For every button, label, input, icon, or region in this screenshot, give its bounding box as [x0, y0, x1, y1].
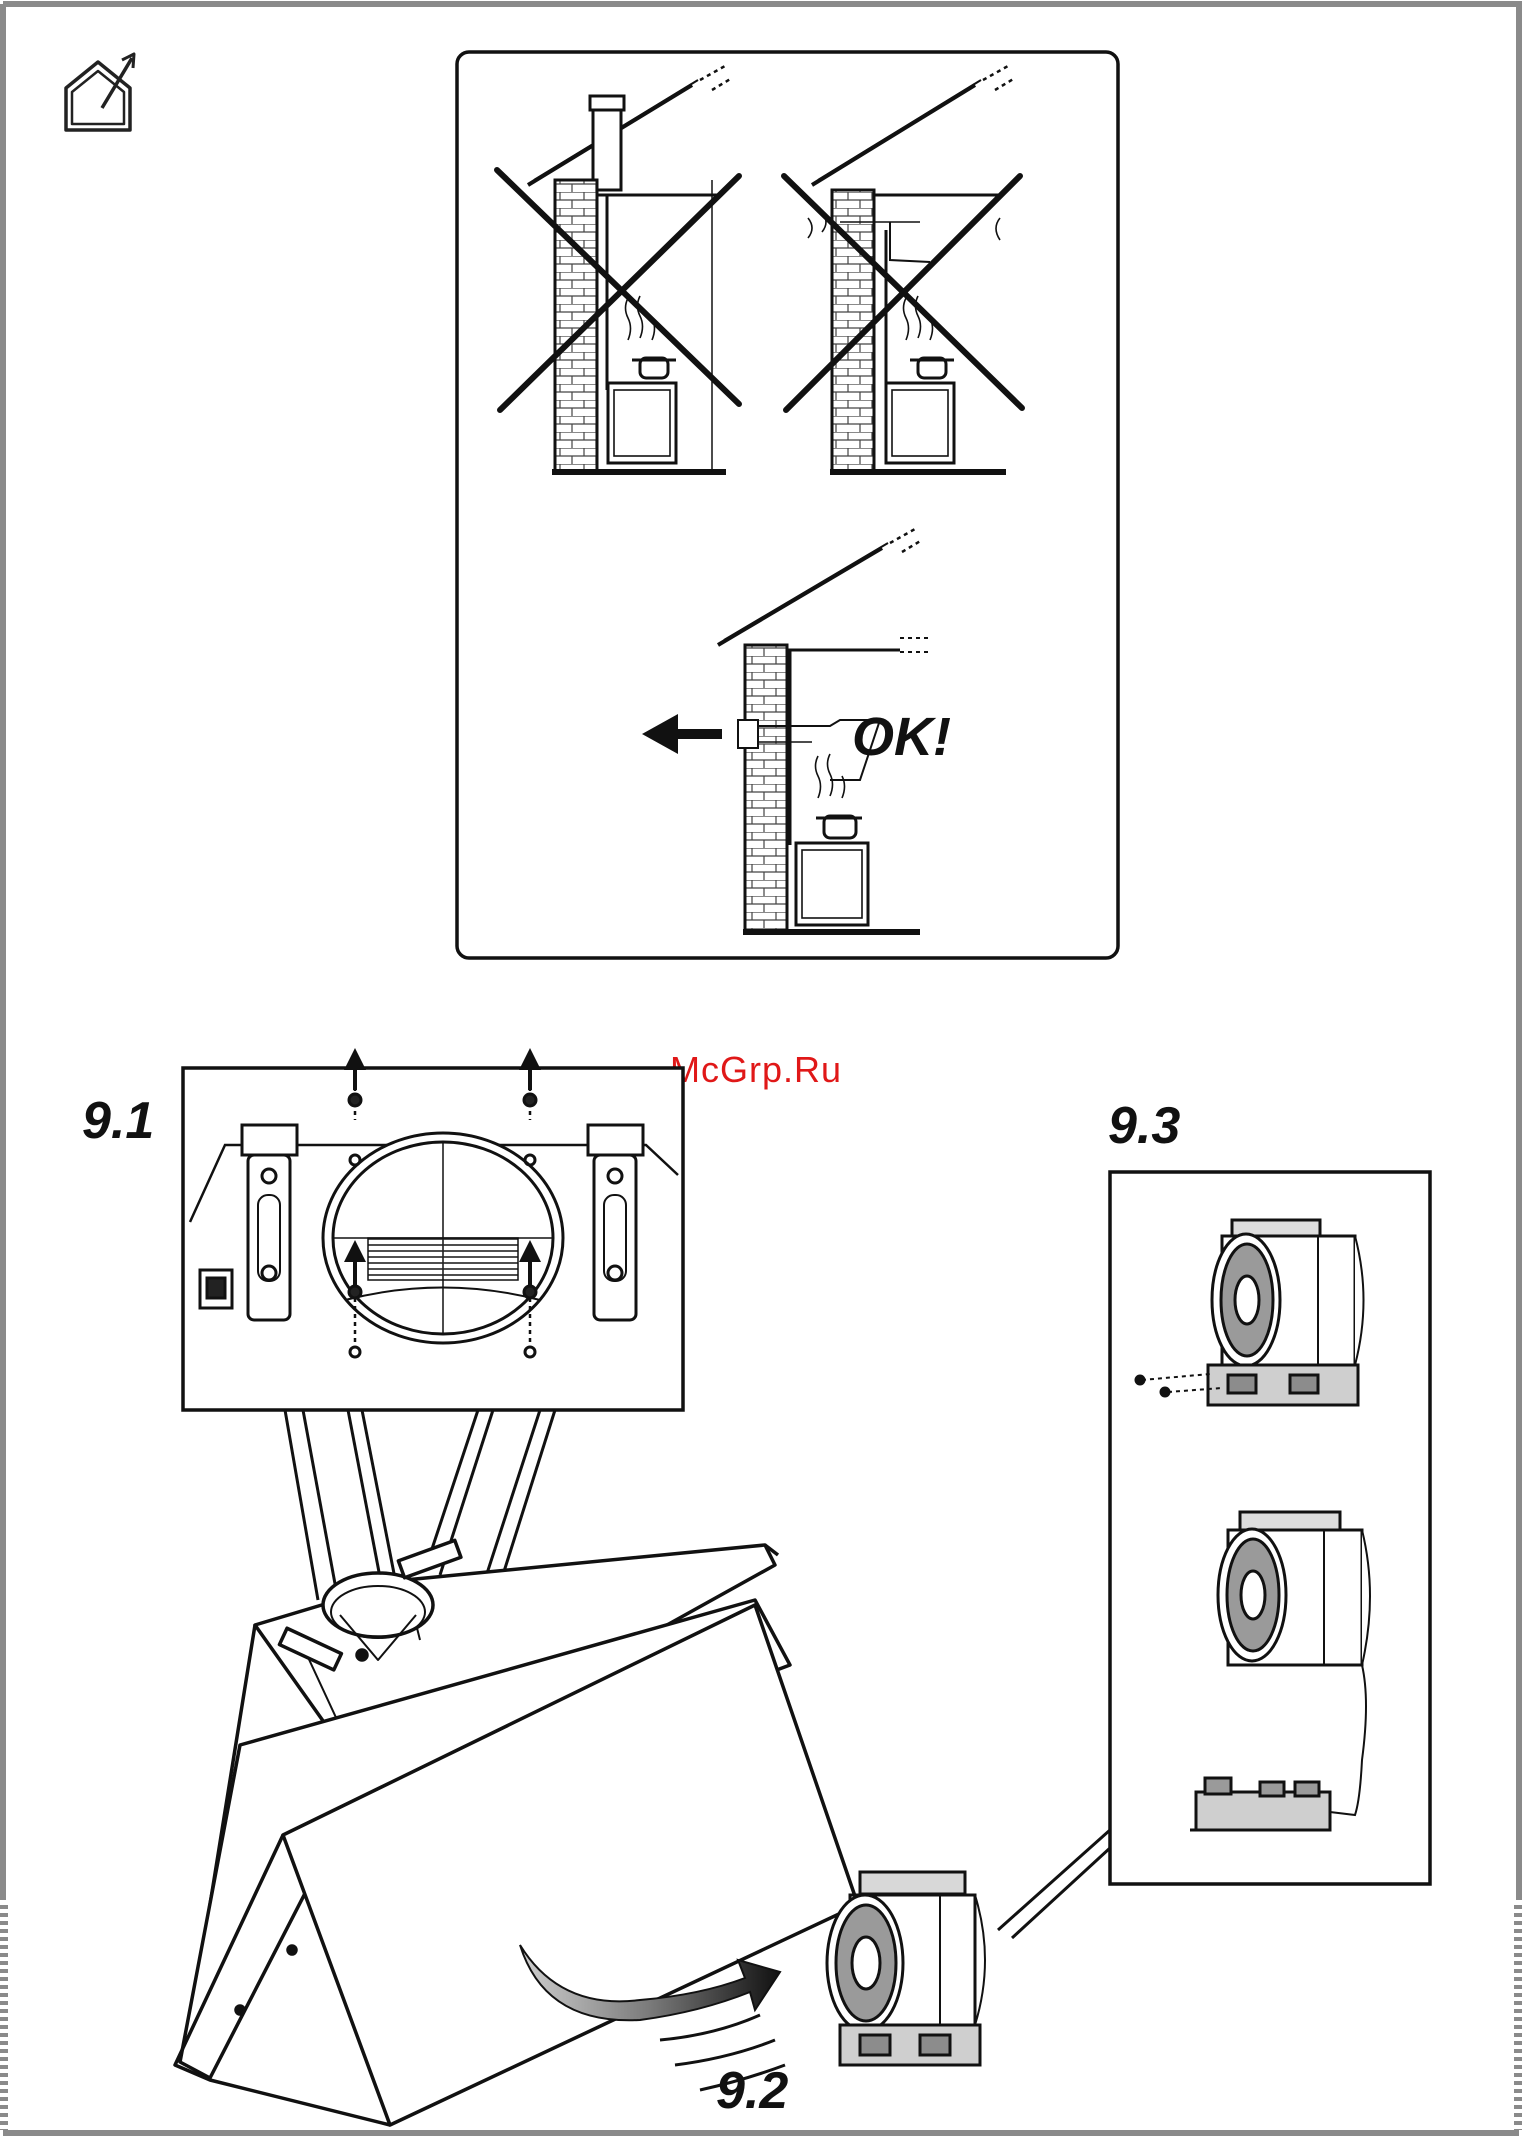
cooker-hood: [175, 1540, 858, 2125]
detail-panel-9-1: [183, 1055, 683, 1410]
house-outlet-icon: [66, 54, 134, 130]
ventilation-panel: [457, 52, 1118, 958]
motor-unit-9-2: [827, 1872, 985, 2065]
step-9-1-label: 9.1: [82, 1092, 154, 1150]
step-9-3-label: 9.3: [1108, 1097, 1180, 1155]
ok-label: OK!: [852, 707, 951, 767]
watermark-text: McGrp.Ru: [670, 1049, 842, 1090]
step-9-2-label: 9.2: [716, 2062, 788, 2120]
detail-panel-9-3: [998, 1172, 1430, 1938]
